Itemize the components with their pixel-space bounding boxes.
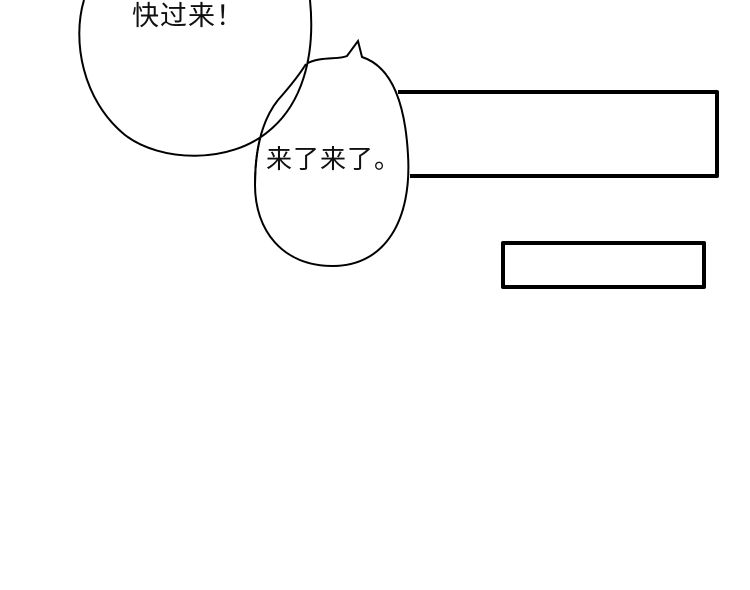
- speech-bubble-1-outline: [78, 0, 313, 157]
- caption-box-small: [501, 241, 706, 289]
- speech-bubble-1-text: 快过来！: [132, 1, 244, 32]
- speech-bubble-2-text: 来了来了。: [266, 145, 402, 175]
- speech-bubble-2-edge-lower: [254, 99, 279, 186]
- caption-box-large: [398, 90, 719, 178]
- speech-bubble-2-edge: [277, 63, 307, 101]
